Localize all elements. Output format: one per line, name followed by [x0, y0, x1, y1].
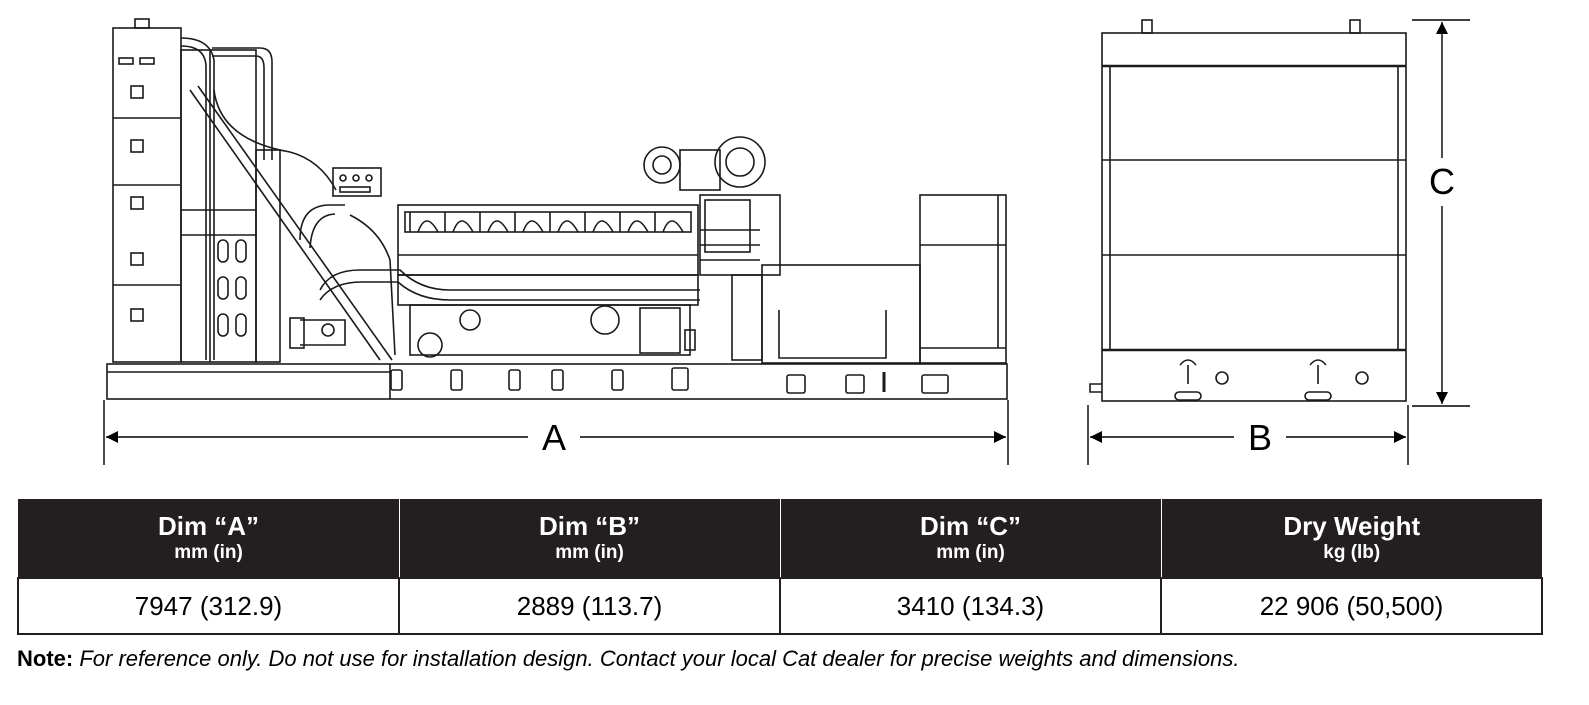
- note-label: Note:: [17, 646, 74, 671]
- header-dim-a: Dim “A” mm (in): [17, 499, 399, 578]
- end-view: [1089, 19, 1407, 402]
- header-unit: kg (lb): [1323, 542, 1381, 563]
- value-dim-c: 3410 (134.3): [779, 577, 1162, 635]
- header-dry-weight: Dry Weight kg (lb): [1160, 499, 1542, 578]
- table-row: 7947 (312.9) 2889 (113.7) 3410 (134.3) 2…: [17, 577, 1543, 635]
- header-unit: mm (in): [555, 542, 624, 563]
- header-title: Dim “A”: [157, 511, 260, 541]
- dimension-label-a: A: [542, 417, 566, 458]
- header-title: Dry Weight: [1283, 511, 1421, 541]
- header-unit: mm (in): [174, 542, 243, 563]
- value-dry-weight: 22 906 (50,500): [1160, 577, 1543, 635]
- reference-note: Note: For reference only. Do not use for…: [17, 646, 1239, 672]
- value-dim-b: 2889 (113.7): [398, 577, 781, 635]
- side-view: [106, 18, 1008, 400]
- note-text: For reference only. Do not use for insta…: [79, 646, 1240, 671]
- header-title: Dim “B”: [538, 511, 641, 541]
- header-dim-b: Dim “B” mm (in): [398, 499, 780, 578]
- generator-set-dimension-drawing: A B C: [103, 18, 1470, 465]
- dimension-label-c: C: [1429, 161, 1455, 202]
- dimension-label-b: B: [1248, 417, 1272, 458]
- table-header-row: Dim “A” mm (in) Dim “B” mm (in) Dim “C” …: [17, 499, 1542, 578]
- dimensions-weight-table: Dim “A” mm (in) Dim “B” mm (in) Dim “C” …: [17, 499, 1543, 635]
- header-dim-c: Dim “C” mm (in): [779, 499, 1161, 578]
- dimension-lines: [103, 19, 1470, 465]
- value-dim-a: 7947 (312.9): [17, 577, 400, 635]
- header-unit: mm (in): [936, 542, 1005, 563]
- header-title: Dim “C”: [919, 511, 1022, 541]
